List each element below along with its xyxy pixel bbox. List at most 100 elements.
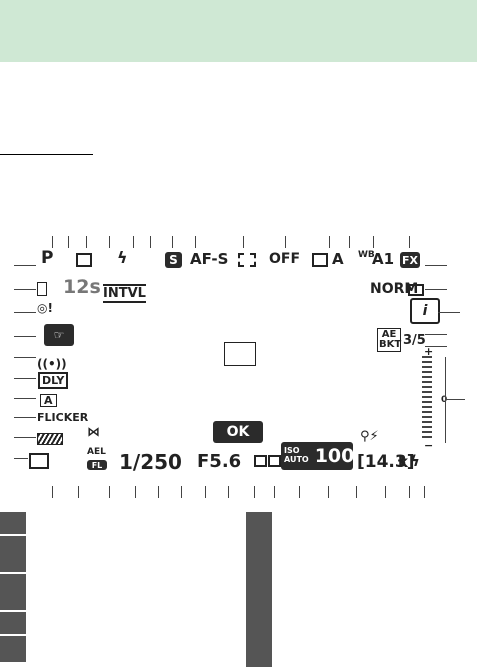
legend-bar <box>0 574 26 610</box>
legend-bar <box>246 512 272 667</box>
aperture-value: 5.6 <box>209 451 242 472</box>
callout-leader <box>14 398 36 399</box>
legend-bar <box>0 512 26 534</box>
callout-tick <box>181 486 182 498</box>
delay-mode: DLY <box>38 372 69 389</box>
callout-tick <box>243 236 244 248</box>
callout-tick <box>109 486 110 498</box>
callout-leader <box>425 265 447 266</box>
callout-leader <box>425 334 447 335</box>
callout-tick <box>205 486 206 498</box>
callout-tick <box>373 236 374 248</box>
touch-shutter-badge[interactable]: ☞ <box>44 324 74 346</box>
shutter-speed: 1/250 <box>119 450 182 474</box>
callout-tick <box>409 486 410 498</box>
callout-tick <box>299 486 300 498</box>
callout-tick <box>68 236 69 248</box>
callout-leader <box>14 437 36 438</box>
callout-tick <box>228 486 229 498</box>
flash-ready-icon: ϟ <box>410 452 420 470</box>
heading-underline <box>0 154 93 155</box>
callout-leader <box>425 346 447 347</box>
white-balance: A1 <box>372 250 395 268</box>
iso-display: ISO AUTO 100 <box>281 442 354 470</box>
callout-leader <box>14 357 36 358</box>
bracketing-badge: AE BKT <box>377 328 402 352</box>
callout-tick <box>133 236 134 248</box>
remaining-exposures: [14.3] <box>357 452 415 472</box>
flash-comp-icon <box>268 455 281 467</box>
callout-tick <box>172 236 173 248</box>
image-size-icon <box>408 284 424 296</box>
ev-minus: − <box>424 439 434 452</box>
flicker-indicator: FLICKER <box>37 411 89 424</box>
callout-tick <box>52 486 53 498</box>
iso-auto-label: AUTO <box>284 455 309 464</box>
callout-tick <box>409 236 410 248</box>
bracketing-progress: 3/5 <box>403 333 426 348</box>
callout-tick <box>78 486 79 498</box>
legend-bar <box>0 536 26 572</box>
callout-leader <box>445 357 446 443</box>
callout-tick <box>385 486 386 498</box>
callout-leader <box>14 312 36 313</box>
callout-tick <box>349 236 350 248</box>
active-dlighting-icon <box>312 253 328 267</box>
callout-tick <box>150 236 151 248</box>
image-area-badge: FX <box>400 252 420 268</box>
image-quality: NORM <box>370 281 419 297</box>
callout-tick <box>328 486 329 498</box>
header-banner <box>0 0 477 62</box>
battery-icon <box>37 433 63 445</box>
user-setting-icon <box>76 253 92 267</box>
wireless-icon: ⚲⚡ <box>360 429 379 444</box>
iso-label: ISO <box>284 446 300 456</box>
callout-leader <box>445 399 465 400</box>
af-mode: AF-S <box>190 250 229 268</box>
release-mode-badge: S <box>165 252 182 268</box>
callout-tick <box>424 486 425 498</box>
metering-icon: ⋈ <box>87 425 100 440</box>
callout-tick <box>254 486 255 498</box>
wb-icon: WB <box>358 250 375 260</box>
interval-timer: INTVL <box>103 284 146 303</box>
callout-leader <box>14 417 36 418</box>
metering-mode-icon <box>29 453 49 469</box>
callout-tick <box>86 236 87 248</box>
remaining-suffix: k <box>398 453 408 471</box>
callout-leader <box>14 458 28 459</box>
callout-leader <box>14 336 36 337</box>
silent-icon: ((•)) <box>37 357 67 371</box>
ok-label: OK <box>226 424 250 440</box>
callout-tick <box>109 236 110 248</box>
callout-tick <box>329 236 330 248</box>
callout-leader <box>14 289 36 290</box>
ael-indicator: AEL <box>87 447 106 457</box>
callout-tick <box>356 486 357 498</box>
i-menu-button[interactable]: i <box>410 298 440 324</box>
ev-zero: 0 <box>441 396 447 405</box>
flash-icon: ϟ <box>117 248 128 267</box>
callout-tick <box>195 236 196 248</box>
af-area-icon <box>238 253 256 267</box>
legend-bar <box>0 612 26 634</box>
legend-bar <box>0 636 26 662</box>
exposure-delay: 12s <box>63 276 101 298</box>
callout-leader <box>14 265 36 266</box>
callout-tick <box>285 236 286 248</box>
callout-leader <box>14 378 36 379</box>
callout-tick <box>274 486 275 498</box>
legend-area <box>0 512 477 667</box>
flash-mode-icon <box>254 455 267 467</box>
exposure-indicator-scale <box>422 356 432 440</box>
off-indicator: OFF <box>269 251 301 267</box>
callout-leader <box>438 312 460 313</box>
ev-plus: + <box>424 345 434 358</box>
callout-tick <box>135 486 136 498</box>
callout-leader <box>425 289 447 290</box>
ok-button[interactable]: OK <box>213 421 263 443</box>
hdr-icon: ◎! <box>37 301 53 315</box>
flash-lock-badge: FL <box>87 460 107 470</box>
vr-icon <box>37 282 47 296</box>
callout-tick <box>158 486 159 498</box>
